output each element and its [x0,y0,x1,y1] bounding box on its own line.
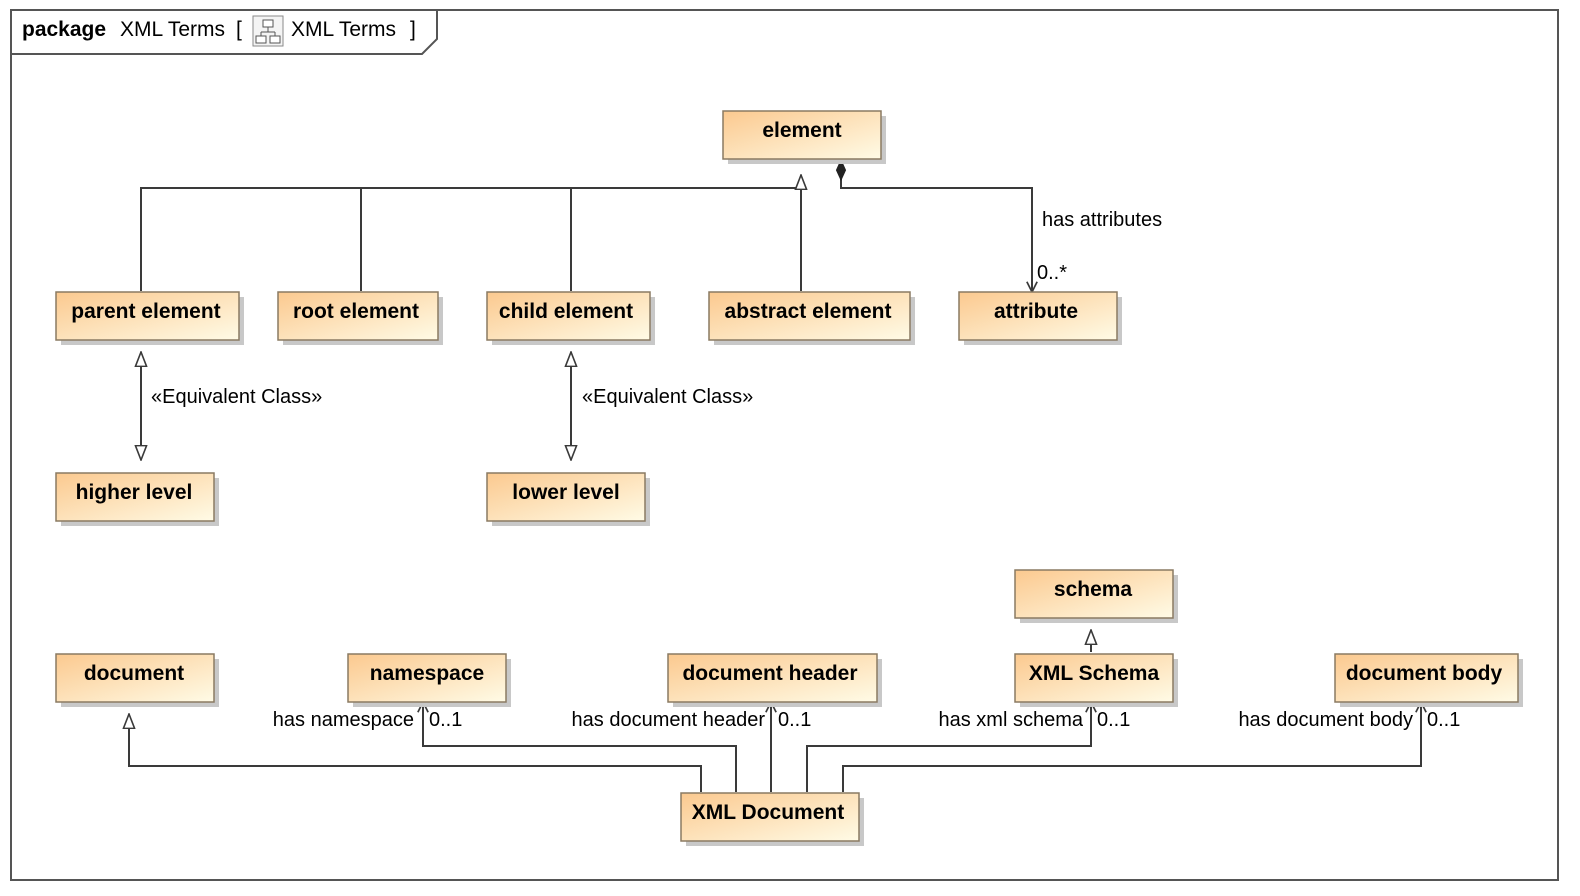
has-namespace-label: has namespace [273,709,414,731]
has-attributes-label: has attributes [1042,209,1162,231]
has-xml-schema-multiplicity: 0..1 [1097,709,1130,731]
frame-tab [11,10,438,55]
class-document-body-label: document body [1346,662,1503,685]
has-document-body-label: has document body [1238,709,1413,731]
class-document[interactable]: document [55,653,219,707]
class-element[interactable]: element [722,110,886,164]
class-child-element[interactable]: child element [486,291,655,345]
has-document-header-label: has document header [572,709,766,731]
class-higher-level-label: higher level [76,481,193,504]
association-has-namespace [423,702,737,792]
equiv-child-stereotype: «Equivalent Class» [582,386,753,408]
class-xml-schema-label: XML Schema [1029,662,1160,685]
class-document-label: document [84,662,184,685]
has-xml-schema-label: has xml schema [939,709,1084,731]
class-schema[interactable]: schema [1014,569,1178,623]
class-abstract-element-label: abstract element [725,300,892,323]
class-document-header-label: document header [682,662,857,685]
has-attributes-multiplicity: 0..* [1037,262,1067,284]
class-parent-element[interactable]: parent element [55,291,244,345]
association-has-document-body [842,702,1421,792]
package-frame: package XML Terms [ XML Terms ] [10,9,1559,881]
frame-bracket-close: ] [410,18,416,41]
edges [129,160,1421,792]
class-higher-level[interactable]: higher level [55,472,219,526]
equiv-parent-stereotype: «Equivalent Class» [151,386,322,408]
class-xml-document[interactable]: XML Document [680,792,864,846]
frame-border [10,9,1559,881]
class-child-element-label: child element [499,300,633,323]
frame-bracket-open: [ [236,18,242,41]
class-namespace[interactable]: namespace [347,653,511,707]
has-document-body-multiplicity: 0..1 [1427,709,1460,731]
class-lower-level[interactable]: lower level [486,472,650,526]
class-abstract-element[interactable]: abstract element [708,291,915,345]
has-namespace-multiplicity: 0..1 [429,709,462,731]
class-diagram-icon [252,15,284,47]
frame-name: XML Terms [120,18,225,41]
class-attribute-label: attribute [994,300,1078,323]
generalization-parent-element [140,187,801,291]
class-element-label: element [762,119,841,142]
has-document-header-multiplicity: 0..1 [778,709,811,731]
association-has-xml-schema [806,702,1091,792]
frame-diagram-name: XML Terms [291,18,396,41]
frame-keyword: package [22,18,106,41]
composition-has-attributes [841,160,1032,292]
class-parent-element-label: parent element [71,300,220,323]
edge-labels: has attributes 0..* «Equivalent Class» «… [151,209,1460,731]
class-namespace-label: namespace [370,662,484,685]
class-document-body[interactable]: document body [1334,653,1523,707]
class-root-element[interactable]: root element [277,291,443,345]
class-xml-schema[interactable]: XML Schema [1014,653,1178,707]
class-xml-document-label: XML Document [692,801,844,824]
class-schema-label: schema [1054,578,1133,601]
class-attribute[interactable]: attribute [958,291,1122,345]
class-root-element-label: root element [293,300,419,323]
class-document-header[interactable]: document header [667,653,882,707]
generalization-xml-document [129,714,702,792]
class-lower-level-label: lower level [512,481,619,504]
